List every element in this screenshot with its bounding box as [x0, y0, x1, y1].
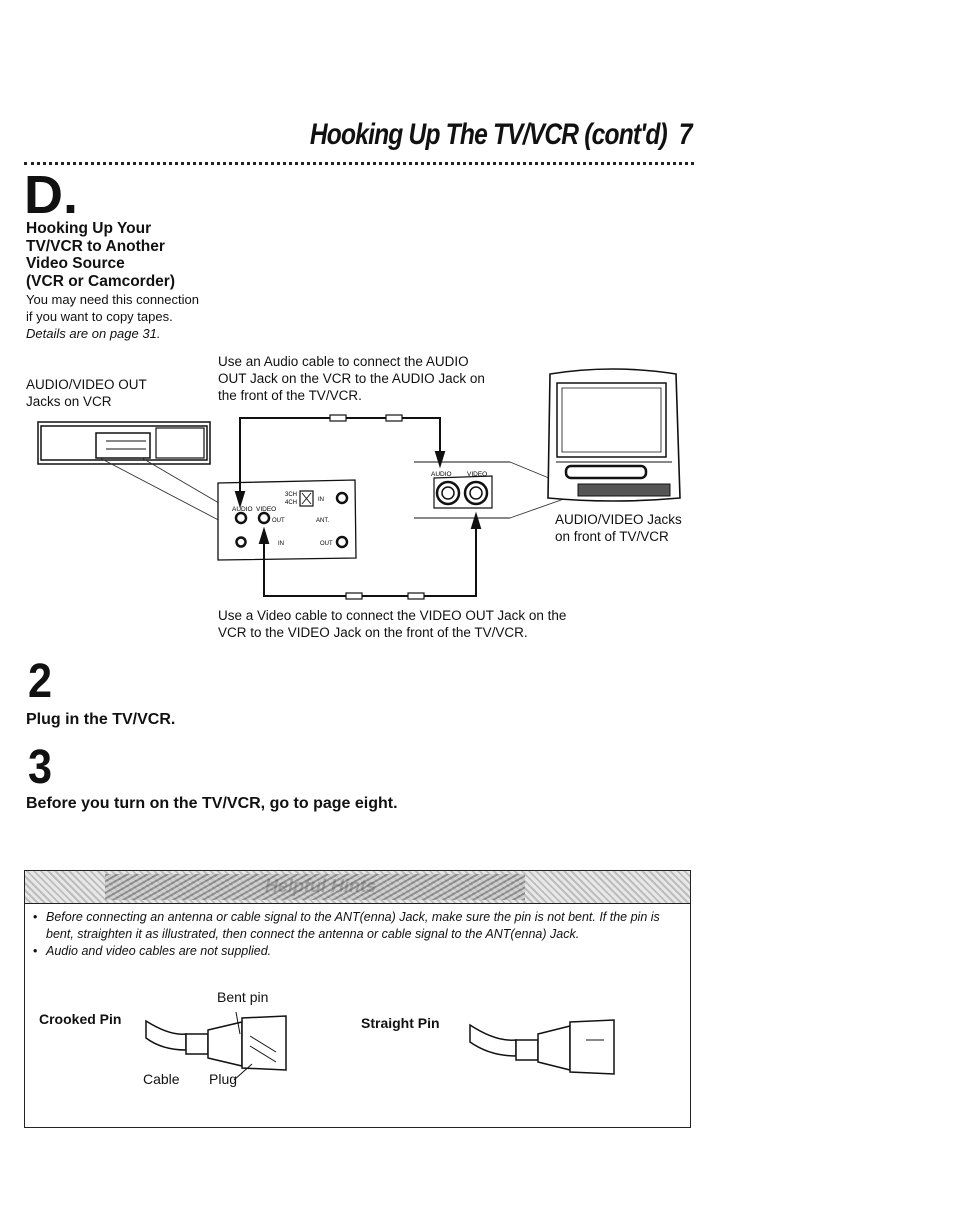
video-out-jack [257, 511, 271, 525]
panel-out2-label: OUT [320, 541, 333, 547]
tv-vcr-illustration [547, 368, 681, 502]
helpful-hints-box: Helpful Hints • Before connecting an ant… [24, 870, 691, 1128]
section-letter: D. [24, 165, 78, 225]
panel-in2-label: IN [278, 541, 284, 547]
dotted-divider [24, 162, 694, 165]
panel-4ch-label: 4CH [285, 500, 297, 506]
video-cable [258, 511, 482, 600]
panel-in-label: IN [318, 497, 324, 503]
panel-ant-label: ANT. [316, 518, 329, 524]
panel-out-label: OUT [272, 518, 285, 524]
step-3-text: Before you turn on the TV/VCR, go to pag… [26, 795, 398, 812]
hints-list: • Before connecting an antenna or cable … [33, 909, 683, 960]
helpful-hints-title: Helpful Hints [265, 876, 376, 896]
front-audio-label: AUDIO [431, 471, 452, 478]
panel-video-label: VIDEO [256, 506, 276, 513]
audio-instruction: Use an Audio cable to connect the AUDIO … [218, 354, 485, 403]
audio-cable [234, 414, 446, 509]
panel-3ch-label: 3CH [285, 492, 297, 498]
hint-bullet: • Audio and video cables are not supplie… [33, 944, 272, 958]
details-reference: Details are on page 31. [26, 326, 161, 341]
vcr-illustration [37, 421, 211, 465]
panel-audio-label: AUDIO [232, 506, 253, 513]
straight-pin-illustration [469, 1019, 615, 1075]
front-video-label: VIDEO [467, 471, 487, 478]
section-body: You may need this connection if you want… [26, 291, 246, 342]
hint-bullet: • Before connecting an antenna or cable … [33, 910, 660, 941]
crooked-pin-label: Crooked Pin [39, 1011, 122, 1027]
step-2-number: 2 [28, 655, 53, 708]
audio-out-jack [234, 511, 248, 525]
step-3-number: 3 [28, 741, 53, 794]
straight-pin-label: Straight Pin [361, 1015, 440, 1031]
front-jacks-label: AUDIO/VIDEO Jacks on front of TV/VCR [555, 512, 682, 544]
page-number: 7 [679, 118, 693, 151]
step-2-text: Plug in the TV/VCR. [26, 711, 176, 728]
section-heading: Hooking Up Your TV/VCR to Another Video … [26, 220, 175, 290]
bent-pin-label: Bent pin [217, 989, 269, 1005]
page-title: Hooking Up The TV/VCR (cont'd) 7 [310, 118, 693, 151]
tv-front-panel: AUDIO VIDEO [414, 461, 579, 519]
plug-label: Plug [209, 1071, 238, 1087]
vcr-rear-panel: AUDIO VIDEO 3CH 4CH IN OUT ANT. IN OUT [217, 479, 357, 561]
video-instruction: Use a Video cable to connect the VIDEO O… [218, 608, 567, 640]
crooked-pin-illustration [145, 1011, 287, 1081]
cable-label: Cable [143, 1071, 180, 1087]
helpful-hints-banner: Helpful Hints [25, 871, 690, 904]
av-out-label: AUDIO/VIDEO OUT Jacks on VCR [26, 377, 147, 409]
